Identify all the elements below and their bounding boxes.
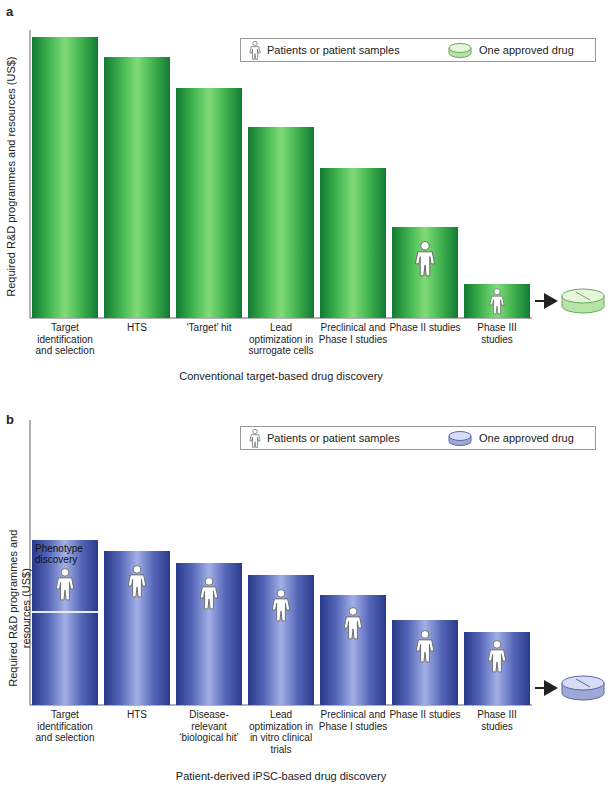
resource-bar: Disease-relevant ‘biological hit’ — [176, 563, 242, 705]
resource-bar: Lead optimization in surrogate cells — [248, 127, 314, 318]
stage-label: Phase III studies — [461, 322, 533, 345]
stage-label: Target identification and selection — [29, 709, 101, 744]
axis-caption: Conventional target-based drug discovery — [32, 370, 530, 382]
legend-box: Patients or patient samples One approved… — [240, 38, 596, 62]
stage-label: Phase II studies — [389, 709, 461, 721]
person-icon — [127, 565, 147, 598]
resource-bar: HTS — [104, 551, 170, 705]
pill-icon — [562, 676, 604, 700]
resource-bar: Phase III studies — [464, 284, 530, 318]
stage-label: Preclinical and Phase I studies — [317, 322, 389, 345]
pill-icon — [562, 289, 604, 313]
result-arrow — [535, 300, 556, 302]
pill-icon — [447, 430, 473, 447]
person-icon — [487, 640, 507, 673]
legend-text: One approved drug — [479, 432, 574, 444]
legend-text: One approved drug — [479, 44, 574, 56]
axis-caption: Patient-derived iPSC-based drug discover… — [32, 770, 530, 782]
legend-text: Patients or patient samples — [267, 44, 400, 56]
resource-bar: Target identification and selection — [32, 37, 98, 318]
person-icon — [271, 589, 291, 622]
section-label: Phenotype discovery — [35, 543, 95, 565]
person-icon — [415, 630, 435, 663]
axis-line — [30, 30, 31, 318]
legend-box: Patients or patient samples One approved… — [240, 426, 596, 450]
stage-label: Lead optimization in in vitro clinical t… — [245, 709, 317, 755]
resource-bar: ‘Target’ hit — [176, 88, 242, 318]
pill-icon — [447, 42, 473, 59]
stage-label: Phase III studies — [461, 709, 533, 732]
stage-label: Lead optimization in surrogate cells — [245, 322, 317, 357]
panel-letter: a — [6, 4, 13, 19]
axis-line — [30, 420, 31, 705]
resource-bar: HTS — [104, 57, 170, 318]
stage-label: ‘Target’ hit — [173, 322, 245, 334]
resource-bar: Preclinical and Phase I studies — [320, 595, 386, 705]
resource-bar: Phase II studies — [392, 620, 458, 705]
phenotype-section: Phenotype discovery — [32, 540, 98, 613]
resource-bar: Lead optimization in in vitro clinical t… — [248, 575, 314, 705]
person-icon — [414, 241, 436, 277]
stage-label: Phase II studies — [389, 322, 461, 334]
resource-bar: Target identification and selectionPheno… — [32, 540, 98, 705]
person-icon — [249, 429, 261, 448]
stage-label: HTS — [101, 709, 173, 721]
person-icon — [343, 607, 363, 640]
person-icon — [489, 288, 505, 315]
resource-bar: Phase II studies — [392, 227, 458, 318]
person-icon — [199, 577, 219, 610]
legend-text: Patients or patient samples — [267, 432, 400, 444]
resource-bar: Preclinical and Phase I studies — [320, 168, 386, 318]
stage-label: Target identification and selection — [29, 322, 101, 357]
person-icon — [249, 41, 261, 60]
result-arrow — [535, 687, 556, 689]
person-icon — [55, 568, 75, 601]
panel-letter: b — [6, 412, 14, 427]
stage-label: Preclinical and Phase I studies — [317, 709, 389, 732]
resource-bar: Phase III studies — [464, 632, 530, 705]
stage-label: Disease-relevant ‘biological hit’ — [173, 709, 245, 744]
stage-label: HTS — [101, 322, 173, 334]
axis-label: Required R&D programmes and resources (U… — [7, 518, 33, 698]
axis-label: Required R&D programmes and resources (U… — [5, 37, 18, 317]
